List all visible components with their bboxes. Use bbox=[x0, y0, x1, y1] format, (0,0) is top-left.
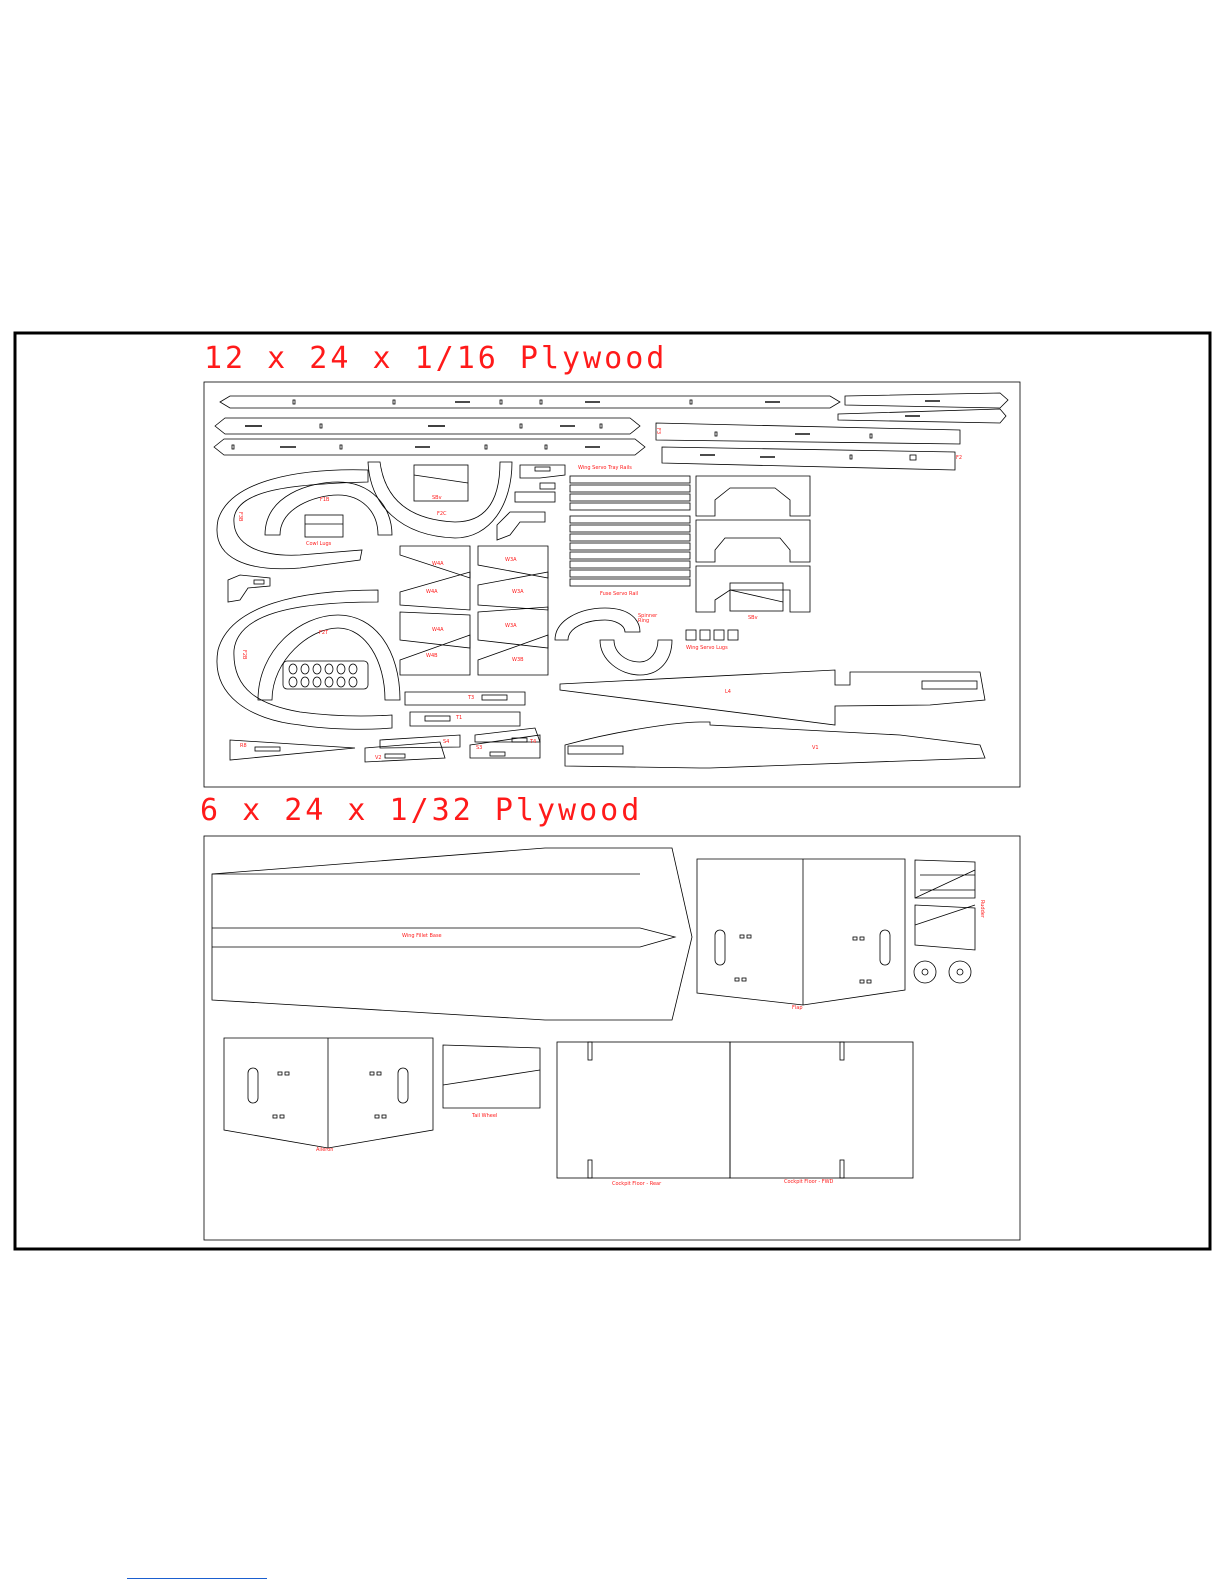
label-spinner-ring: Spinner Ring bbox=[638, 613, 658, 624]
label-aileron: Aileron bbox=[316, 1147, 334, 1153]
part-w-ribs bbox=[399, 545, 549, 676]
part-brackets bbox=[227, 464, 566, 603]
outer-border bbox=[13, 331, 1212, 1251]
sheet2-frame bbox=[203, 835, 1021, 1241]
part-stab-halves bbox=[559, 669, 986, 769]
label-cockpit-rear: Cockpit Floor - Rear bbox=[612, 1181, 662, 1187]
label-rudder: Rudder bbox=[979, 900, 985, 918]
label-l4: L4 bbox=[725, 689, 731, 695]
part-flap bbox=[696, 858, 906, 1006]
label-s4: S4 bbox=[443, 739, 450, 745]
sheet2-heading: 6 x 24 x 1/32 Plywood bbox=[200, 793, 643, 828]
label-w3a2: W3A bbox=[512, 589, 524, 595]
label-r8: R8 bbox=[240, 743, 247, 749]
label-eng-lugs: Cowl Lugs bbox=[306, 541, 332, 547]
part-aileron bbox=[223, 1037, 434, 1149]
part-servo-frames bbox=[695, 475, 811, 613]
label-f3: F3 bbox=[655, 428, 661, 435]
part-wing-servo-tray-rails bbox=[569, 475, 691, 587]
label-t1: T1 bbox=[456, 715, 463, 721]
part-spinner-ring bbox=[554, 607, 673, 676]
label-w4a2: W4A bbox=[426, 589, 438, 595]
label-w3a3: W3A bbox=[505, 623, 517, 629]
part-f2-ring bbox=[216, 589, 401, 730]
label-f2b: F2B bbox=[241, 650, 247, 660]
label-tail-wheel: Tail Wheel bbox=[472, 1113, 498, 1119]
label-t4: T4 bbox=[530, 739, 537, 745]
part-f2c bbox=[367, 461, 513, 539]
part-cockpit-floors bbox=[556, 1041, 914, 1179]
label-fuse-servo-rail: Fuse Servo Rail bbox=[600, 591, 639, 597]
part-wing-servo-lugs bbox=[685, 629, 739, 641]
label-s3: S3 bbox=[476, 745, 483, 751]
sheet1-heading: 12 x 24 x 1/16 Plywood bbox=[204, 341, 668, 376]
label-cockpit-fwd: Cockpit Floor - FWD bbox=[784, 1179, 834, 1185]
label-v2: V2 bbox=[375, 755, 382, 761]
label-w4a: W4A bbox=[432, 561, 444, 567]
part-tail-wheel bbox=[442, 1044, 541, 1109]
label-w4b: W4B bbox=[426, 653, 438, 659]
label-wing-servo-tray-rails: Wing Servo Tray Rails bbox=[578, 465, 632, 471]
label-f2t: F2T bbox=[319, 630, 329, 636]
label-f2: F2 bbox=[956, 455, 963, 461]
label-w4a3: W4A bbox=[432, 627, 444, 633]
label-sbv: SBv bbox=[432, 495, 442, 501]
label-flap: Flap bbox=[792, 1005, 803, 1011]
label-w3a: W3A bbox=[505, 557, 517, 563]
label-w3b: W3B bbox=[512, 657, 524, 663]
label-f3b: F3B bbox=[237, 512, 243, 522]
label-sbv2: SBv bbox=[748, 615, 758, 621]
part-wing-fillet-base bbox=[211, 847, 693, 1021]
bottom-link-underline[interactable] bbox=[127, 1578, 267, 1579]
part-f3-ring bbox=[216, 469, 393, 570]
sheet1-long-strips bbox=[213, 392, 1009, 471]
label-f1b: F1B bbox=[320, 497, 330, 503]
sheet1-frame bbox=[203, 381, 1021, 788]
part-small-strips bbox=[229, 691, 541, 763]
label-f2c: F2C bbox=[437, 511, 447, 517]
label-v1: V1 bbox=[812, 745, 819, 751]
label-wing-servo-lugs: Wing Servo Lugs bbox=[686, 645, 728, 651]
label-t3: T3 bbox=[468, 695, 475, 701]
part-rudder bbox=[913, 859, 976, 984]
label-wing-fillet: Wing Fillet Base bbox=[402, 933, 442, 939]
